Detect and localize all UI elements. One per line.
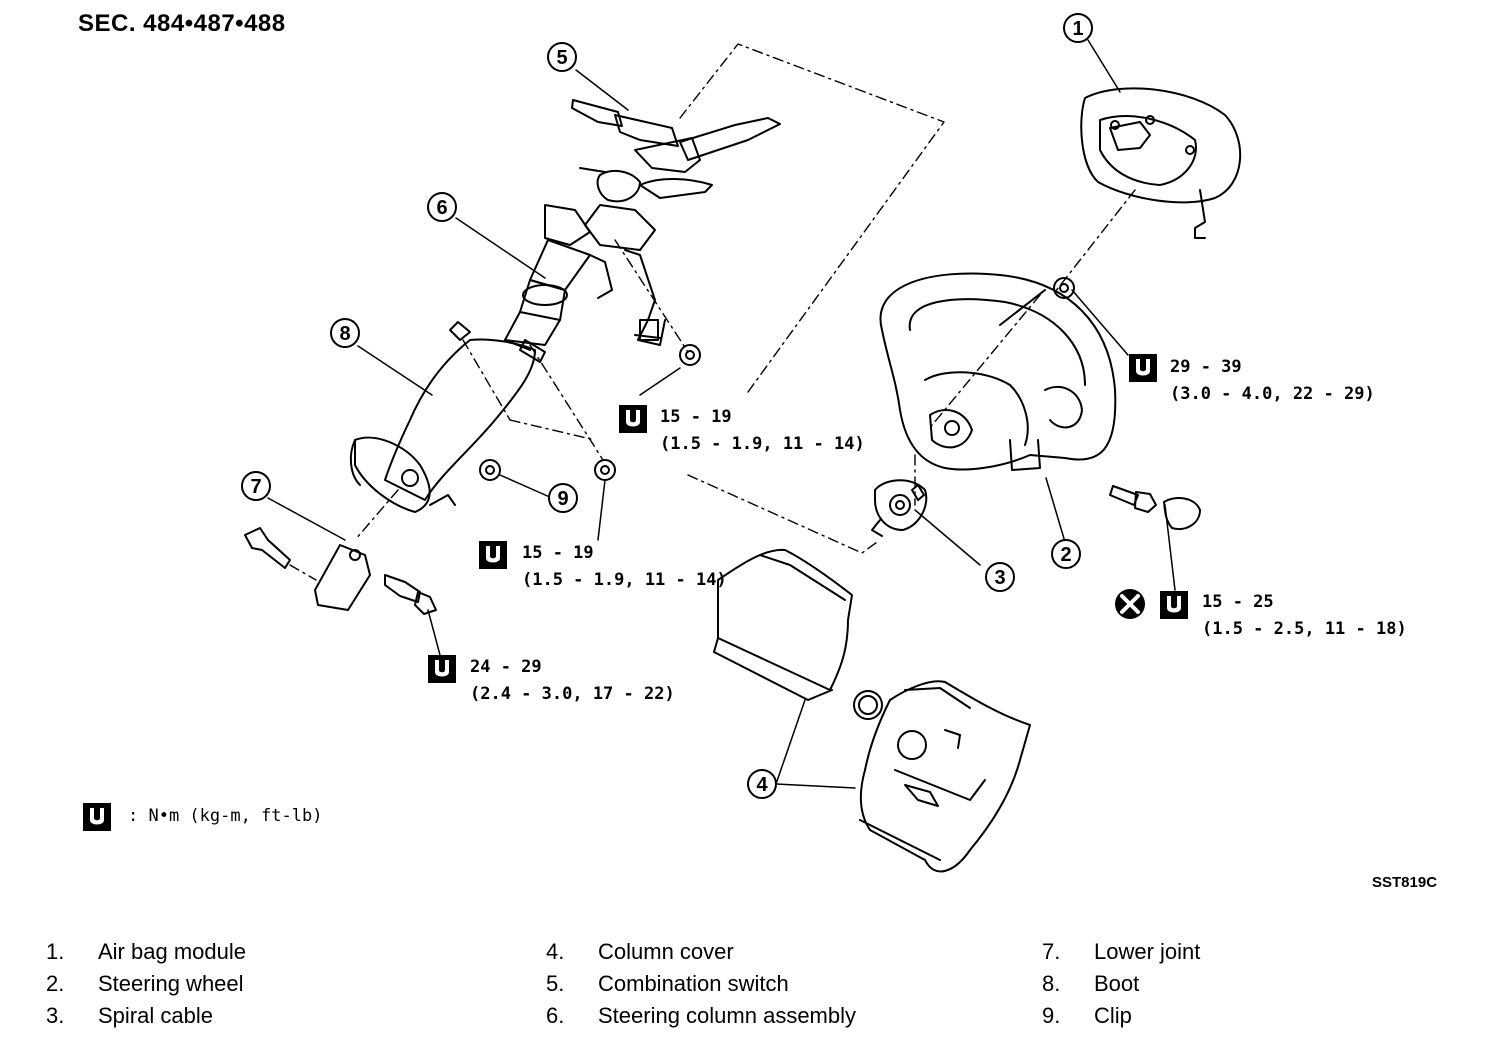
torque-spec: 29 - 39(3.0 - 4.0, 22 - 29) [1170, 357, 1375, 404]
clip-9 [479, 459, 501, 481]
nut-lower [594, 459, 616, 481]
torque-wrench-icon [1160, 591, 1188, 619]
parts-list-col-2: 4.Column cover 5.Combination switch 6.St… [546, 936, 856, 1032]
do-not-reuse-icon [1115, 589, 1145, 619]
torque-legend: : N•m (kg-m, ft-lb) [128, 806, 323, 826]
torque-wrench-icon [1129, 354, 1157, 382]
parts-list-col-3: 7.Lower joint 8.Boot 9.Clip [1042, 936, 1200, 1032]
callout-5: 5 [556, 47, 567, 69]
callout-2: 2 [1060, 544, 1071, 566]
column-cover-upper [713, 548, 853, 701]
parts-list-col-1: 1.Air bag module 2.Steering wheel 3.Spir… [46, 936, 246, 1032]
list-item: 2.Steering wheel [46, 971, 244, 996]
list-item: 3.Spiral cable [46, 1003, 213, 1028]
torque-spec: 24 - 29(2.4 - 3.0, 17 - 22) [470, 657, 675, 704]
torque-spec: 15 - 25(1.5 - 2.5, 11 - 18) [1202, 592, 1407, 639]
callout-7: 7 [250, 476, 261, 498]
list-item: 4.Column cover [546, 939, 734, 964]
torque-spec: 15 - 19(1.5 - 1.9, 11 - 14) [522, 543, 727, 590]
lower-joint [244, 527, 437, 615]
air-bag-module [1080, 87, 1242, 239]
figure-code: SST819C [1372, 874, 1438, 891]
list-item: 7.Lower joint [1042, 939, 1201, 964]
section-title: SEC. 484•487•488 [78, 10, 286, 37]
torque-spec: 15 - 19(1.5 - 1.9, 11 - 14) [660, 407, 865, 454]
steering-wheel [879, 272, 1117, 471]
list-item: 9.Clip [1042, 1003, 1132, 1028]
spiral-cable [871, 479, 928, 537]
torque-wrench-icon [479, 541, 507, 569]
list-item: 8.Boot [1042, 971, 1140, 996]
combination-switch [571, 99, 781, 203]
callout-8: 8 [339, 323, 350, 345]
leader-lines [267, 39, 1176, 789]
torque-wrench-icon [83, 803, 111, 831]
list-item: 6.Steering column assembly [546, 1003, 857, 1028]
callout-4: 4 [756, 774, 768, 796]
list-item: 5.Combination switch [546, 971, 789, 996]
callout-9: 9 [557, 488, 568, 510]
column-cover-lower [853, 680, 1031, 873]
dash-lines [289, 43, 1136, 581]
boot [349, 338, 536, 513]
callout-1: 1 [1072, 18, 1083, 40]
bolt-wheel [1109, 485, 1201, 530]
list-item: 1.Air bag module [46, 939, 246, 964]
nut-wheel [1053, 277, 1075, 299]
exploded-view-diagram: 1 2 3 4 5 6 7 8 9 [241, 13, 1242, 873]
callout-3: 3 [994, 567, 1005, 589]
torque-wrench-icon [428, 655, 456, 683]
callout-6: 6 [436, 197, 447, 219]
callouts: 1 2 3 4 5 6 7 8 9 [241, 13, 1093, 799]
torque-wrench-icon [619, 405, 647, 433]
nut-upper [679, 344, 701, 366]
steering-column [449, 204, 666, 363]
